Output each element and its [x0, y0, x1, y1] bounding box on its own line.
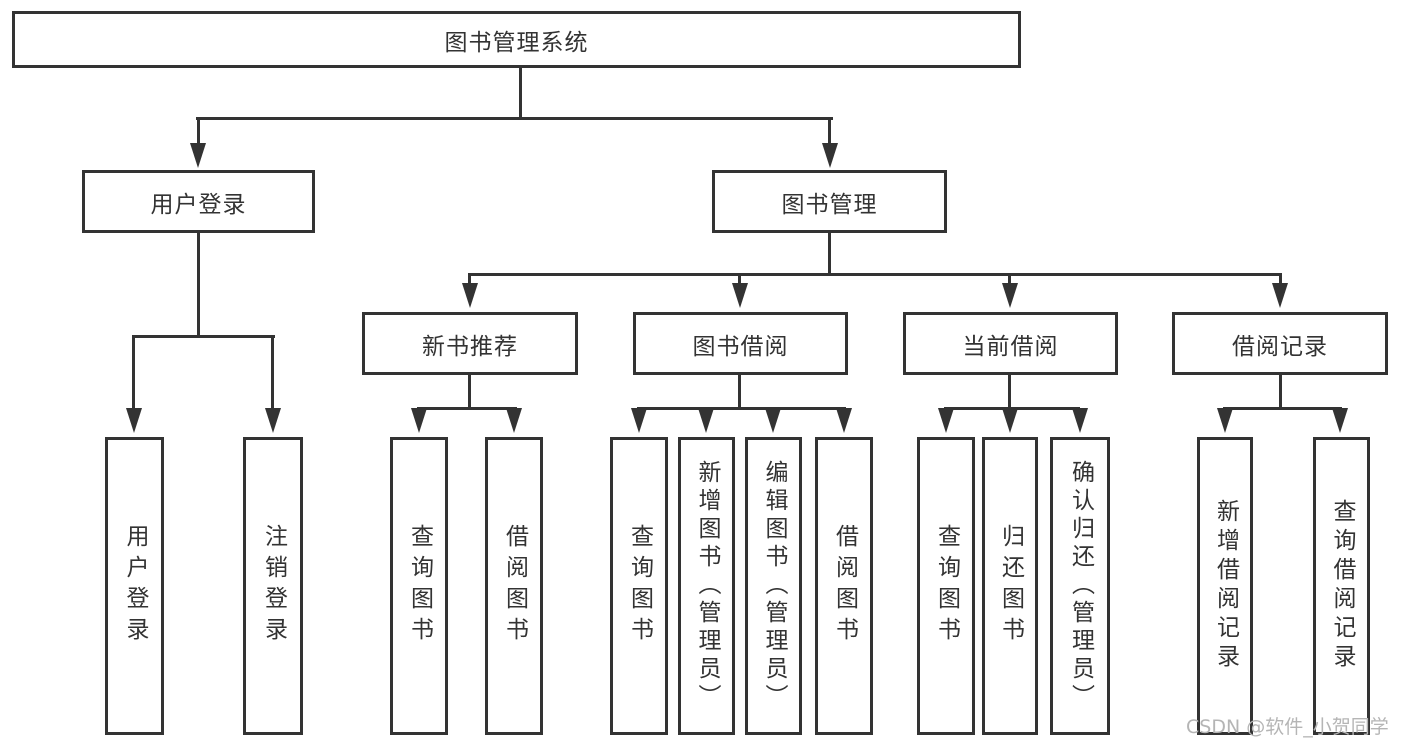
leaf-query-books-borrowing-label: 查询图书	[626, 524, 653, 648]
node-borrowing-records-label: 借阅记录	[1232, 333, 1328, 360]
connector-hline	[417, 407, 517, 410]
arrowhead-down-icon	[190, 143, 206, 168]
leaf-add-books-admin: 新增图书（管理员）	[678, 437, 735, 735]
leaf-add-books-admin-label: 新增图书（管理员）	[694, 460, 720, 712]
arrowhead-down-icon	[1002, 283, 1018, 308]
node-current-borrowing-label: 当前借阅	[962, 333, 1059, 360]
node-book-management: 图书管理	[712, 170, 947, 233]
connector-hline	[468, 273, 1282, 276]
leaf-query-books-borrowing: 查询图书	[610, 437, 668, 735]
connector-vline	[738, 273, 741, 286]
node-borrowing-records: 借阅记录	[1172, 312, 1388, 375]
leaf-user-login-label: 用户登录	[122, 524, 148, 648]
arrowhead-down-icon	[265, 408, 281, 433]
connector-vline	[1279, 273, 1282, 286]
csdn-watermark: CSDN @软件_小贺同学	[1186, 716, 1389, 738]
connector-vline	[1008, 273, 1011, 286]
arrowhead-down-icon	[938, 408, 954, 433]
arrowhead-down-icon	[822, 143, 838, 168]
leaf-confirm-return-admin-label: 确认归还（管理员）	[1067, 460, 1094, 712]
connector-hline	[196, 117, 833, 120]
node-root-label: 图书管理系统	[444, 29, 589, 56]
leaf-borrow-books-recommend: 借阅图书	[485, 437, 543, 735]
arrowhead-down-icon	[631, 408, 647, 433]
node-book-borrowing-label: 图书借阅	[692, 333, 789, 360]
leaf-query-books-recommend-label: 查询图书	[406, 524, 433, 648]
leaf-confirm-return-admin: 确认归还（管理员）	[1050, 437, 1110, 735]
connector-hline	[1223, 407, 1342, 410]
connector-hline	[637, 407, 846, 410]
leaf-query-books-recommend: 查询图书	[390, 437, 448, 735]
leaf-edit-books-admin-label: 编辑图书（管理员）	[761, 460, 787, 712]
arrowhead-down-icon	[765, 408, 781, 433]
arrowhead-down-icon	[836, 408, 852, 433]
leaf-query-borrow-record: 查询借阅记录	[1313, 437, 1370, 735]
arrowhead-down-icon	[1217, 408, 1233, 433]
leaf-add-borrow-record: 新增借阅记录	[1197, 437, 1253, 735]
arrowhead-down-icon	[462, 283, 478, 308]
leaf-logout: 注销登录	[243, 437, 303, 735]
leaf-edit-books-admin: 编辑图书（管理员）	[745, 437, 802, 735]
connector-vline	[1279, 375, 1282, 409]
connector-vline	[828, 233, 831, 275]
connector-vline	[1008, 375, 1011, 409]
arrowhead-down-icon	[1002, 408, 1018, 433]
arrowhead-down-icon	[506, 408, 522, 433]
connector-hline	[132, 335, 275, 338]
arrowhead-down-icon	[411, 408, 427, 433]
node-book-borrowing: 图书借阅	[633, 312, 848, 375]
node-user-login: 用户登录	[82, 170, 315, 233]
arrowhead-down-icon	[698, 408, 714, 433]
leaf-query-books-current-label: 查询图书	[933, 524, 960, 648]
node-root: 图书管理系统	[12, 11, 1021, 68]
arrowhead-down-icon	[126, 408, 142, 433]
arrowhead-down-icon	[732, 283, 748, 308]
connector-vline	[828, 117, 831, 146]
connector-vline	[197, 233, 200, 337]
leaf-return-books: 归还图书	[982, 437, 1038, 735]
arrowhead-down-icon	[1072, 408, 1088, 433]
connector-vline	[468, 375, 471, 409]
connector-vline	[132, 335, 135, 410]
leaf-return-books-label: 归还图书	[997, 524, 1024, 648]
arrowhead-down-icon	[1272, 283, 1288, 308]
leaf-borrow-books-borrowing: 借阅图书	[815, 437, 873, 735]
leaf-user-login: 用户登录	[105, 437, 164, 735]
connector-vline	[271, 335, 274, 410]
leaf-logout-label: 注销登录	[260, 524, 287, 648]
connector-vline	[738, 375, 741, 409]
leaf-borrow-books-borrowing-label: 借阅图书	[831, 524, 858, 648]
node-new-book-recommend-label: 新书推荐	[422, 333, 518, 360]
arrowhead-down-icon	[1332, 408, 1348, 433]
node-current-borrowing: 当前借阅	[903, 312, 1118, 375]
node-user-login-label: 用户登录	[150, 191, 247, 218]
connector-vline	[519, 68, 522, 119]
leaf-query-borrow-record-label: 查询借阅记录	[1329, 499, 1355, 673]
connector-vline	[197, 117, 200, 146]
leaf-add-borrow-record-label: 新增借阅记录	[1212, 499, 1239, 673]
leaf-borrow-books-recommend-label: 借阅图书	[501, 524, 528, 648]
connector-vline	[468, 273, 471, 286]
node-new-book-recommend: 新书推荐	[362, 312, 578, 375]
leaf-query-books-current: 查询图书	[917, 437, 975, 735]
node-book-management-label: 图书管理	[781, 191, 878, 218]
